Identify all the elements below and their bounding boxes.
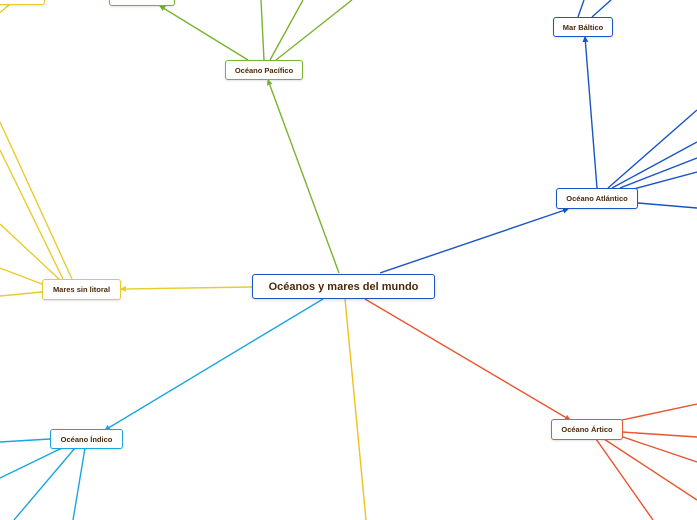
link-sin-litoral-3 — [0, 223, 61, 281]
link-baltico-up1 — [577, 0, 585, 18]
link-central-indico — [104, 298, 324, 431]
link-artico-3 — [619, 435, 697, 463]
link-sin-litoral-5 — [0, 291, 43, 297]
node-oceano-pacifico[interactable]: Océano Pacífico — [225, 60, 303, 80]
link-central-atlantico — [379, 207, 569, 274]
node-oceano-atlantico[interactable]: Océano Atlántico — [556, 188, 638, 209]
node-label: Océano Atlántico — [566, 194, 628, 203]
link-central-south — [344, 298, 367, 520]
node-pacifico-child-partial[interactable] — [109, 0, 175, 6]
link-indico-2 — [0, 447, 63, 479]
link-artico-1 — [621, 403, 697, 421]
node-mar-baltico[interactable]: Mar Báltico — [553, 17, 613, 37]
link-atlantico-r2 — [611, 141, 697, 189]
node-label: Océano Índico — [60, 434, 113, 444]
link-indico-4 — [72, 447, 86, 520]
node-oceano-artico[interactable]: Océano Ártico — [551, 419, 623, 440]
central-topic-label: Océanos y mares del mundo — [268, 280, 419, 293]
link-central-sin-litoral — [120, 285, 253, 292]
node-central-topic[interactable]: Océanos y mares del mundo — [252, 274, 435, 299]
link-pacifico-left — [159, 5, 249, 61]
node-oceano-indico[interactable]: Océano Índico — [50, 429, 123, 449]
node-label: Mar Báltico — [562, 22, 604, 32]
node-sin-litoral-child-partial[interactable] — [0, 0, 45, 5]
node-label: Mares sin litoral — [52, 285, 111, 294]
link-artico-5 — [595, 438, 654, 520]
link-pacifico-up1 — [260, 0, 265, 61]
link-sin-litoral-2 — [0, 121, 73, 280]
link-pacifico-up3 — [275, 0, 353, 61]
link-atlantico-r1 — [607, 109, 697, 189]
link-central-pacifico — [266, 79, 340, 274]
link-sin-litoral-4 — [0, 267, 43, 285]
link-baltico-up2 — [591, 0, 612, 18]
node-mares-sin-litoral[interactable]: Mares sin litoral — [42, 279, 121, 300]
node-label: Océano Pacífico — [234, 65, 294, 75]
link-sin-litoral-top — [0, 3, 11, 14]
link-pacifico-up2 — [269, 0, 304, 61]
link-indico-3 — [13, 447, 76, 520]
link-atlantico-r3 — [619, 157, 697, 189]
node-label: Océano Ártico — [561, 425, 613, 434]
link-atlantico-r5 — [637, 202, 697, 209]
link-central-artico — [364, 298, 571, 421]
link-artico-2 — [621, 431, 697, 438]
link-atlantico-baltico — [582, 36, 598, 189]
link-artico-4 — [603, 438, 697, 501]
link-indico-1 — [0, 438, 51, 443]
link-sin-litoral-1 — [0, 149, 64, 280]
link-atlantico-r4 — [629, 171, 697, 191]
